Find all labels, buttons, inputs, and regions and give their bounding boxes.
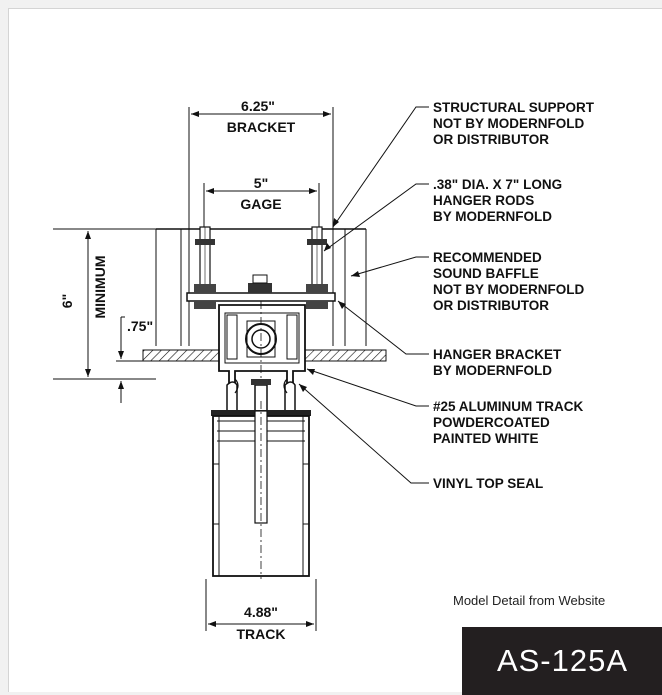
offset-value: .75"	[127, 318, 153, 334]
svg-text:POWDERCOATED: POWDERCOATED	[433, 415, 550, 430]
svg-text:HANGER BRACKET: HANGER BRACKET	[433, 347, 562, 362]
callout-structural-support: STRUCTURAL SUPPORT NOT BY MODERNFOLD OR …	[433, 100, 595, 147]
svg-text:NOT BY MODERNFOLD: NOT BY MODERNFOLD	[433, 116, 584, 131]
svg-text:OR DISTRIBUTOR: OR DISTRIBUTOR	[433, 132, 549, 147]
track-value: 4.88"	[244, 604, 278, 620]
callout-vinyl-top-seal: VINYL TOP SEAL	[433, 476, 543, 491]
svg-text:OR DISTRIBUTOR: OR DISTRIBUTOR	[433, 298, 549, 313]
leader-lines	[298, 106, 429, 484]
svg-text:STRUCTURAL SUPPORT: STRUCTURAL SUPPORT	[433, 100, 595, 115]
offset-dimension: .75"	[116, 316, 153, 403]
aluminum-track	[218, 301, 306, 391]
callout-hanger-bracket: HANGER BRACKET BY MODERNFOLD	[433, 347, 562, 378]
track-detail-drawing: 6.25" BRACKET 5" GAGE 6" MINIMUM .75"	[53, 98, 595, 642]
gage-value: 5"	[254, 175, 268, 191]
gage-dimension: 5" GAGE	[203, 175, 320, 229]
height-label: MINIMUM	[92, 256, 108, 319]
structural-support	[155, 228, 367, 346]
svg-text:RECOMMENDED: RECOMMENDED	[433, 250, 542, 265]
svg-text:PAINTED WHITE: PAINTED WHITE	[433, 431, 539, 446]
svg-text:NOT BY MODERNFOLD: NOT BY MODERNFOLD	[433, 282, 584, 297]
callout-hanger-rods: .38" DIA. X 7" LONG HANGER RODS BY MODER…	[433, 177, 562, 224]
minimum-height-dimension: 6" MINIMUM	[53, 228, 156, 380]
model-code-badge: AS-125A	[462, 627, 662, 695]
bracket-value: 6.25"	[241, 98, 275, 114]
model-detail-caption: Model Detail from Website	[453, 593, 606, 608]
drawing-sheet: 6.25" BRACKET 5" GAGE 6" MINIMUM .75"	[8, 8, 662, 695]
svg-text:HANGER RODS: HANGER RODS	[433, 193, 534, 208]
svg-text:.38" DIA. X 7" LONG: .38" DIA. X 7" LONG	[433, 177, 562, 192]
svg-text:BY MODERNFOLD: BY MODERNFOLD	[433, 209, 552, 224]
panel	[211, 401, 311, 579]
track-dimension: 4.88" TRACK	[205, 579, 317, 642]
bracket-dimension: 6.25" BRACKET	[188, 98, 334, 229]
callout-sound-baffle: RECOMMENDED SOUND BAFFLE NOT BY MODERNFO…	[433, 250, 584, 313]
callout-aluminum-track: #25 ALUMINUM TRACK POWDERCOATED PAINTED …	[433, 399, 584, 446]
svg-text:BY MODERNFOLD: BY MODERNFOLD	[433, 363, 552, 378]
svg-text:SOUND BAFFLE: SOUND BAFFLE	[433, 266, 539, 281]
height-value: 6"	[59, 294, 75, 308]
svg-text:VINYL TOP SEAL: VINYL TOP SEAL	[433, 476, 543, 491]
track-label: TRACK	[237, 626, 286, 642]
vinyl-top-seal	[226, 378, 296, 412]
gage-label: GAGE	[240, 196, 281, 212]
bracket-label: BRACKET	[227, 119, 296, 135]
svg-text:#25 ALUMINUM TRACK: #25 ALUMINUM TRACK	[433, 399, 584, 414]
